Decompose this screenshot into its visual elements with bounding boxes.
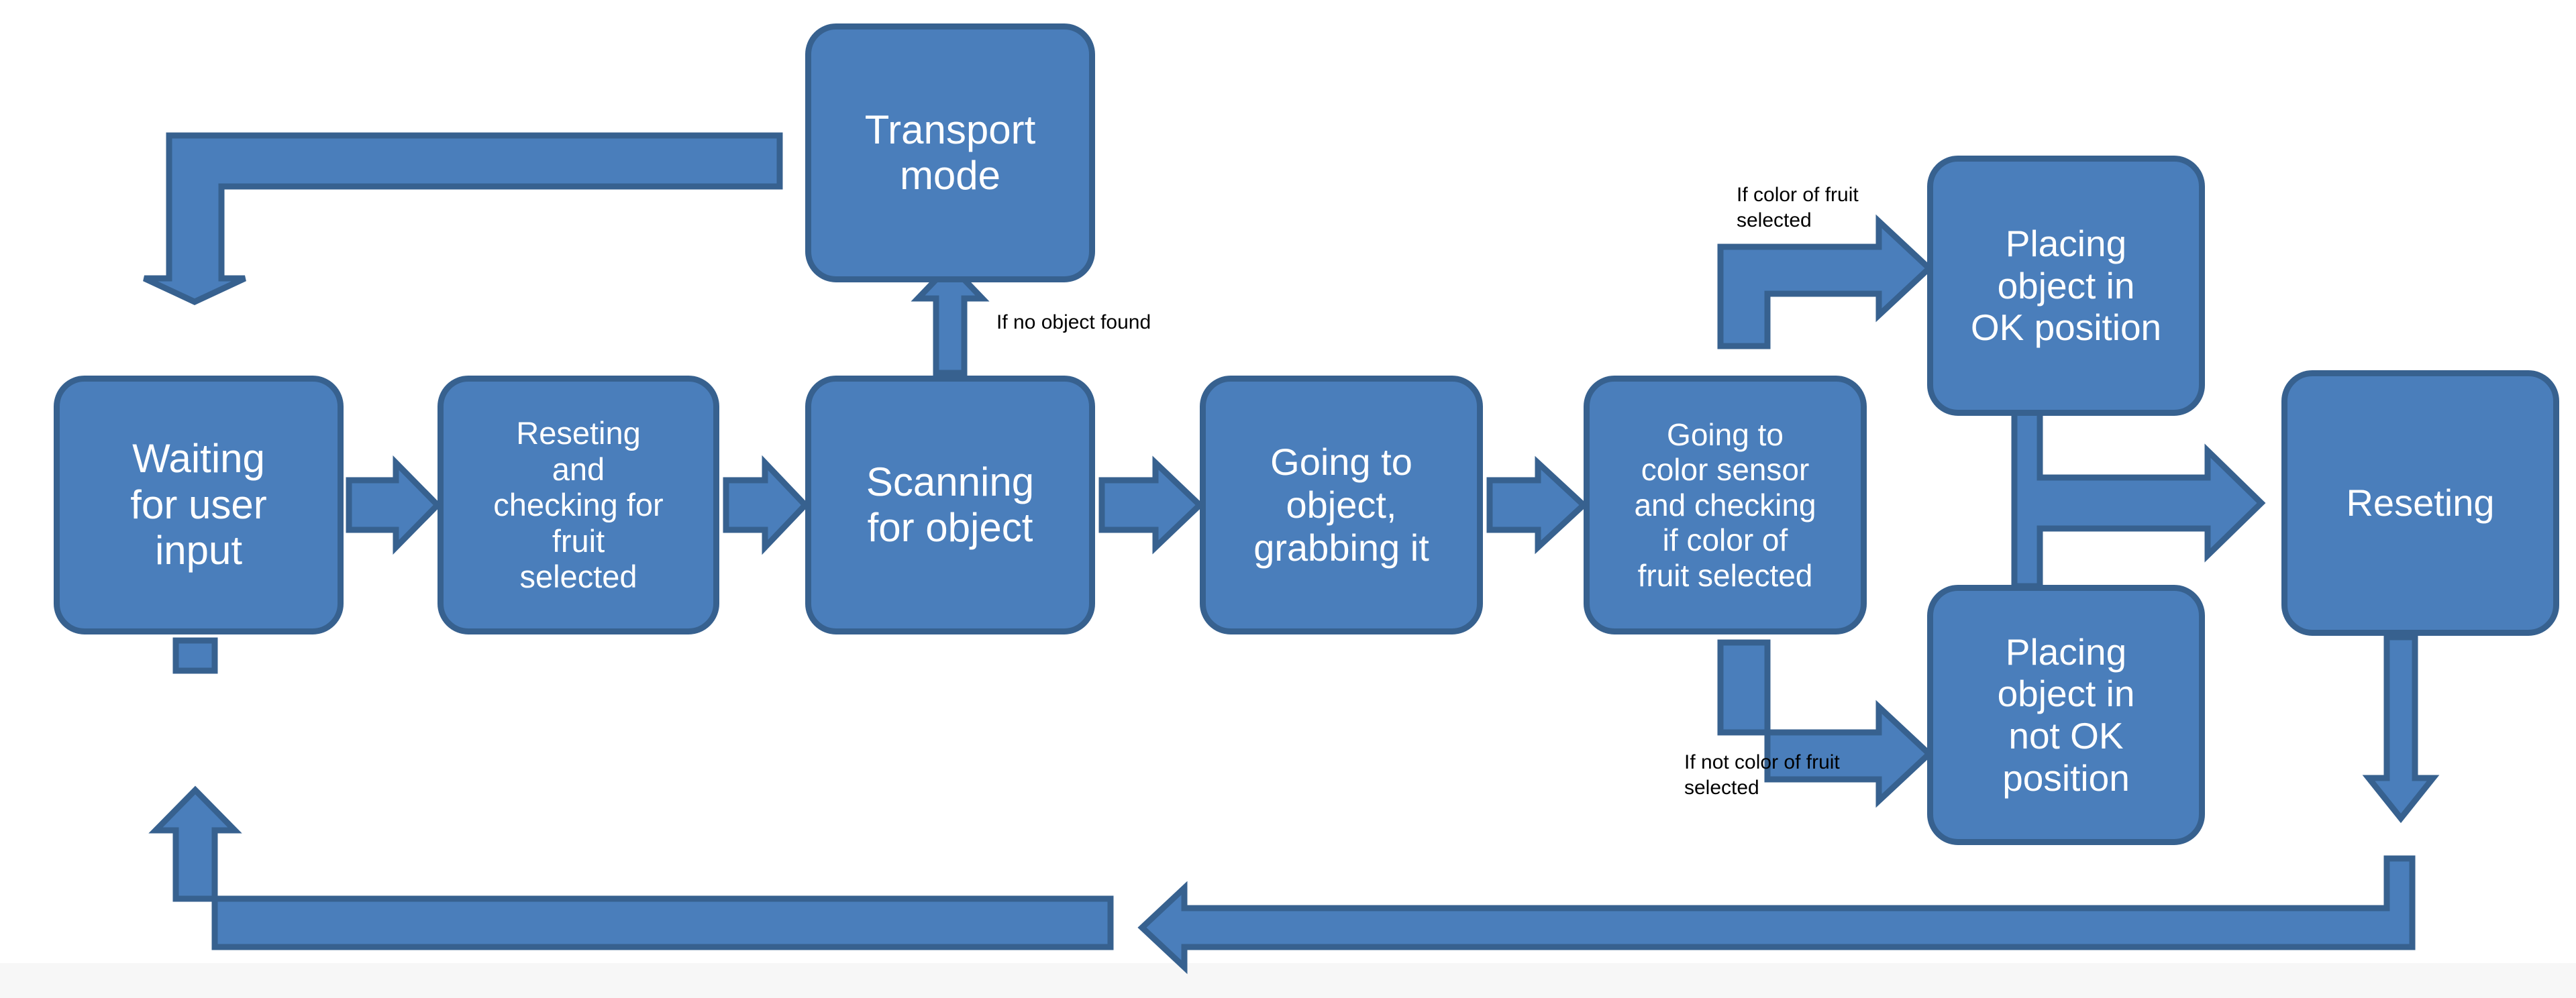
bottom-background-band (0, 963, 2576, 998)
node-placing-object-in-ok-position[interactable]: Placing object in OK position (1927, 156, 2205, 416)
node-label: Going to object, grabbing it (1253, 441, 1429, 569)
arrow-reseting1-to-scanning (723, 455, 810, 555)
node-scanning-for-object[interactable]: Scanning for object (805, 376, 1095, 634)
node-label: Reseting (2346, 482, 2495, 524)
node-reseting-and-checking-for-fruit-selected[interactable]: Reseting and checking for fruit selected (437, 376, 719, 634)
arrow-waiting-to-reseting1 (346, 455, 442, 555)
node-transport-mode[interactable]: Transport mode (805, 23, 1095, 282)
arrow-color-sensor-to-placing-nok (1717, 639, 1934, 808)
edge-label-if-color-of-fruit-selected: If color of fruit selected (1737, 184, 1859, 231)
node-going-to-object-grabbing-it[interactable]: Going to object, grabbing it (1200, 376, 1483, 634)
arrow-stub-under-waiting (172, 637, 218, 674)
node-label: Placing object in not OK position (1997, 630, 2135, 799)
node-going-to-color-sensor-checking-color[interactable]: Going to color sensor and checking if co… (1584, 376, 1867, 634)
arrow-bottom-return-to-waiting (148, 785, 1114, 950)
node-label: Waiting for user input (130, 436, 267, 573)
arrow-transport-to-waiting (143, 132, 783, 305)
edge-label-if-not-color-of-fruit-selected: If not color of fruit selected (1684, 751, 1840, 799)
node-label: Transport mode (864, 107, 1036, 198)
node-label: Placing object in OK position (1970, 222, 2162, 349)
arrow-going-object-to-color-sensor (1486, 455, 1588, 555)
arrow-placings-merge-to-reseting2 (2011, 408, 2266, 590)
edge-label-if-no-object-found: If no object found (996, 311, 1151, 333)
arrow-color-sensor-to-placing-ok (1717, 214, 1934, 349)
node-label: Reseting and checking for fruit selected (493, 415, 664, 595)
arrow-reseting2-down (2362, 634, 2440, 824)
node-label: Scanning for object (866, 459, 1035, 550)
node-placing-object-in-not-ok-position[interactable]: Placing object in not OK position (1927, 585, 2205, 845)
arrow-bottom-return-left (1137, 855, 2416, 975)
node-label: Going to color sensor and checking if co… (1634, 417, 1816, 593)
node-reseting[interactable]: Reseting (2281, 370, 2559, 636)
arrow-scanning-to-going-object (1098, 455, 1204, 555)
node-waiting-for-user-input[interactable]: Waiting for user input (54, 376, 344, 634)
